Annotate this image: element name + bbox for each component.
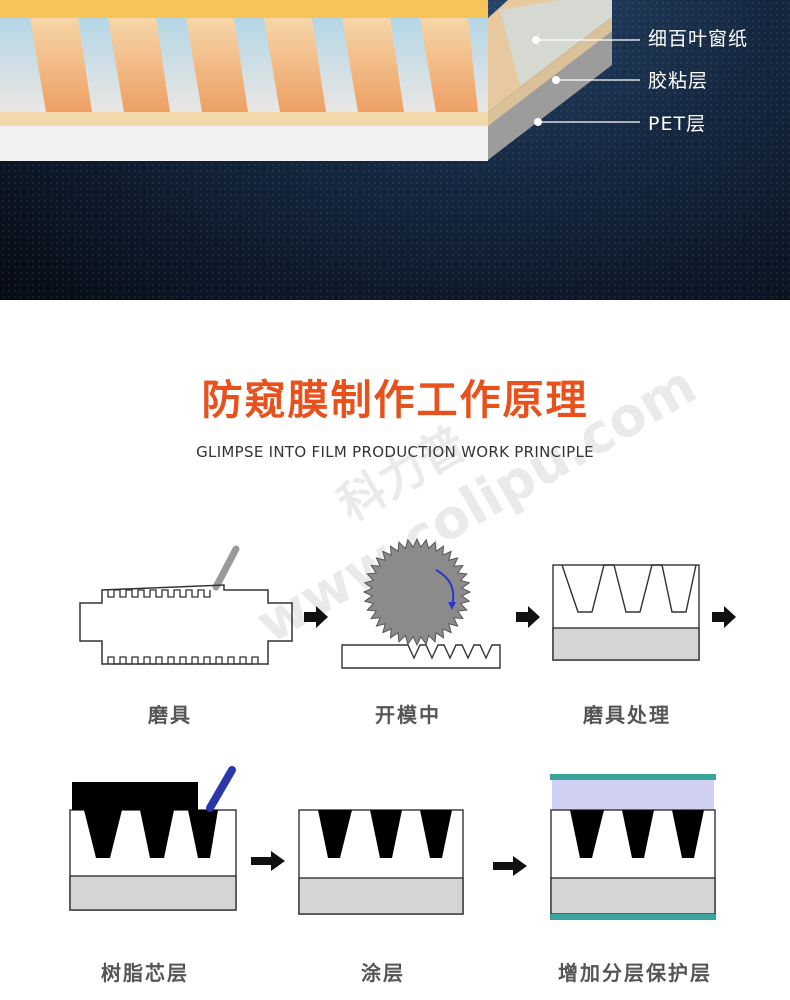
callout-dot-adhesive [552,76,560,84]
step-label-mold-opening: 开模中 [375,703,441,727]
resin-fill-grooves [84,810,218,858]
gear-body [362,537,472,647]
pet-layer-side [488,30,612,160]
step-resin-core-diagram [69,766,237,911]
cutting-tool [212,545,240,591]
protect-top-film [550,774,716,780]
processed-mold-base [552,627,700,661]
step-label-protective-layer: 增加分层保护层 [558,961,712,985]
coating-grooves [318,810,452,858]
watermark-brand-cn: 科力普 [328,415,476,532]
coating-base [298,877,464,915]
callout-dot-pet [534,118,542,126]
callout-louver-label: 细百叶窗纸 [648,28,749,50]
callout-adhesive-label: 胶粘层 [648,70,709,92]
mold-teeth-bottom [107,656,259,665]
step-label-mold: 磨具 [148,703,192,727]
arrow-right-icon [493,856,527,876]
processed-mold-grooves [561,564,697,613]
mold-outline [79,584,293,665]
protect-core-base [550,877,716,915]
resin-core-base [69,875,237,911]
adhesive-layer-front [0,112,488,126]
film-layer-illustration [0,0,640,161]
arrow-right-icon [304,606,328,628]
step-mold-diagram [79,545,293,665]
arrow-right-icon [516,606,540,628]
step-label-mold-processing: 磨具处理 [583,703,671,727]
adhesive-layer-side [488,17,612,126]
section-subtitle: GLIMPSE INTO FILM PRODUCTION WORK PRINCI… [196,443,594,461]
mold-teeth-top [107,589,211,598]
step-processed-mold-diagram [552,564,700,661]
step-label-coating: 涂层 [361,961,405,985]
section-title: 防窥膜制作工作原理 [201,376,589,424]
step-coating-diagram [298,809,464,915]
arrow-right-icon [251,851,285,871]
step-protective-layer-diagram [550,774,716,920]
callout-pet-label: PET层 [648,113,707,135]
protect-lavender-layer [552,780,714,810]
gear-icon [362,537,472,647]
resin-applicator [206,766,236,812]
pet-layer-front [0,125,488,161]
gear-rack-outline [341,644,501,669]
callout-dot-louver [532,36,540,44]
arrow-right-icon [712,606,736,628]
protect-bottom-film [550,914,716,920]
louver-slats [0,18,488,112]
louver-paper-top [0,0,488,18]
resin-fill-top [72,782,198,810]
protect-grooves [570,810,704,858]
step-gear-diagram [341,537,501,669]
step-label-resin-core: 树脂芯层 [101,961,189,985]
hero-layer-diagram: 细百叶窗纸 胶粘层 PET层 [0,0,790,300]
